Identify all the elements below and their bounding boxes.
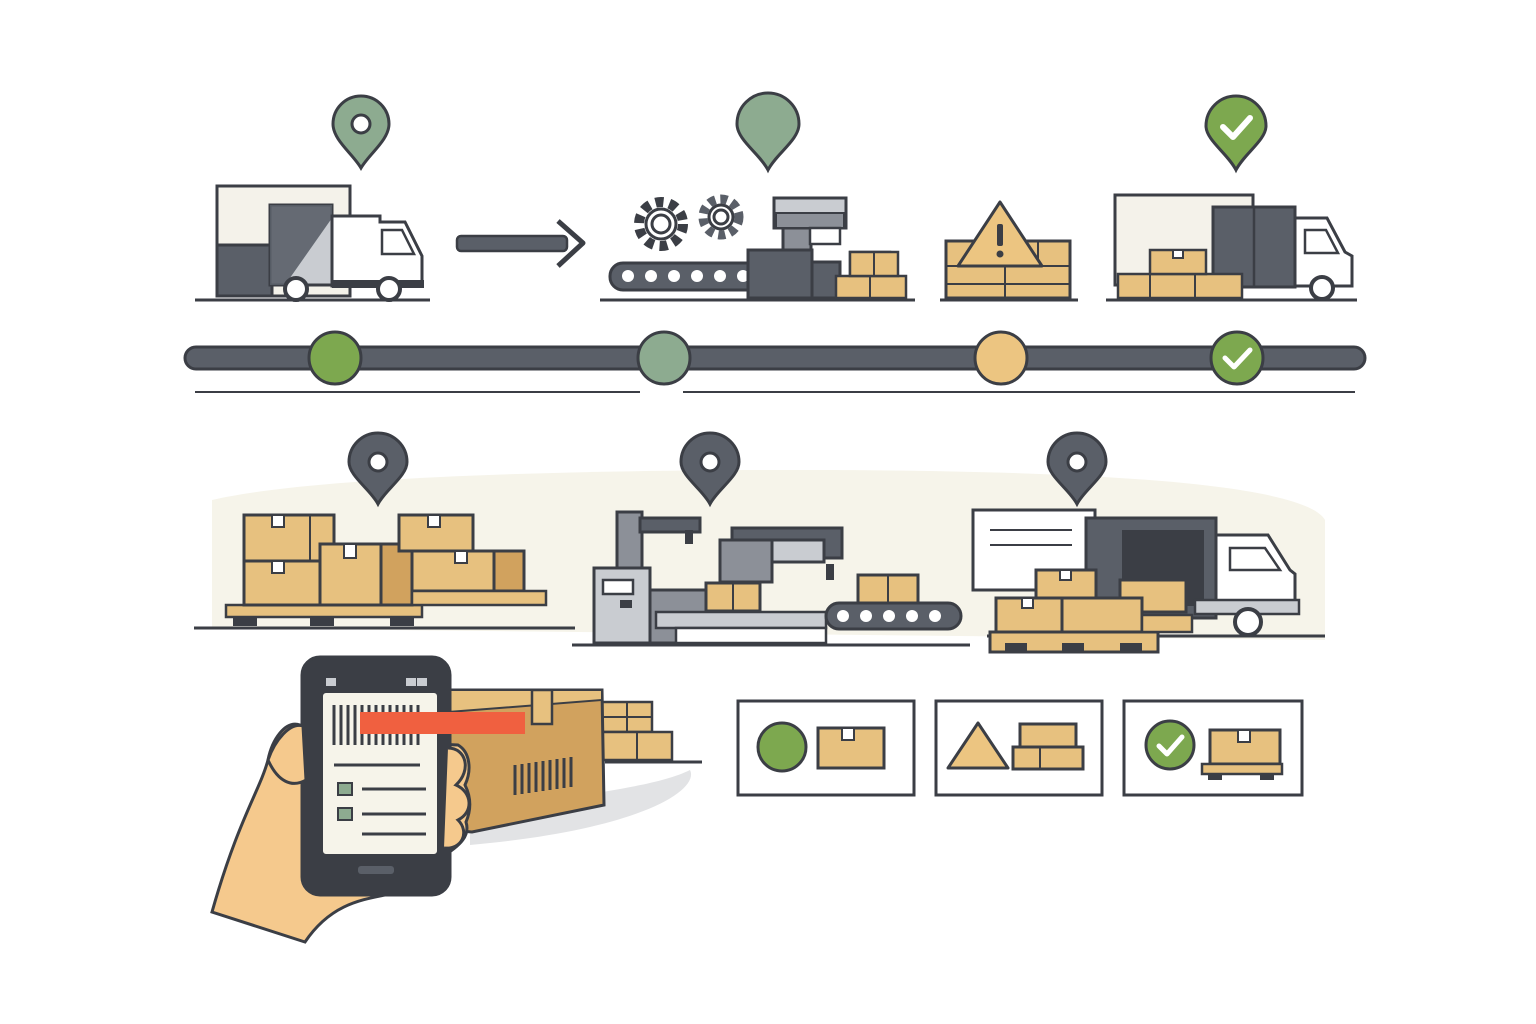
small-pallet-stack bbox=[600, 700, 674, 762]
timeline-node-delivered[interactable] bbox=[1209, 330, 1265, 386]
delivery-truck-icon bbox=[1106, 193, 1357, 302]
arrow-right-icon bbox=[455, 219, 586, 268]
timeline-node-complete[interactable] bbox=[307, 330, 363, 386]
delivery-truck-icon bbox=[971, 508, 1325, 654]
map-pin-icon bbox=[679, 431, 741, 508]
warning-triangle-icon bbox=[940, 200, 1078, 302]
fingers bbox=[443, 746, 471, 850]
status-card[interactable] bbox=[736, 699, 916, 797]
tracking-timeline bbox=[183, 330, 1367, 393]
smartphone-scanner-icon[interactable] bbox=[210, 655, 525, 944]
warning-triangle-icon bbox=[946, 721, 1010, 770]
processing-machine bbox=[600, 194, 915, 302]
status-card[interactable] bbox=[1122, 699, 1304, 797]
checkbox-icon[interactable] bbox=[337, 782, 353, 796]
timeline-node-pending[interactable] bbox=[973, 330, 1029, 386]
map-pin-icon bbox=[1046, 431, 1108, 508]
warehouse-pallet-stacks bbox=[194, 513, 575, 630]
status-card[interactable] bbox=[934, 699, 1104, 797]
gear-icon bbox=[698, 194, 744, 240]
delivery-truck-icon bbox=[195, 184, 430, 302]
timeline-node-in-transit[interactable] bbox=[636, 330, 692, 386]
scan-beam bbox=[360, 712, 525, 734]
check-icon bbox=[1222, 347, 1253, 370]
thumb bbox=[266, 723, 308, 785]
checkbox-icon[interactable] bbox=[337, 807, 353, 821]
gear-icon bbox=[634, 197, 688, 251]
sorting-machine bbox=[572, 510, 970, 647]
check-icon bbox=[1144, 719, 1196, 771]
map-pin-check-icon bbox=[1204, 94, 1268, 174]
map-pin-icon bbox=[735, 91, 801, 174]
status-dot-icon bbox=[756, 721, 808, 773]
map-pin-icon bbox=[347, 431, 409, 508]
package-box-icon bbox=[446, 688, 606, 834]
map-pin-icon bbox=[331, 94, 391, 172]
